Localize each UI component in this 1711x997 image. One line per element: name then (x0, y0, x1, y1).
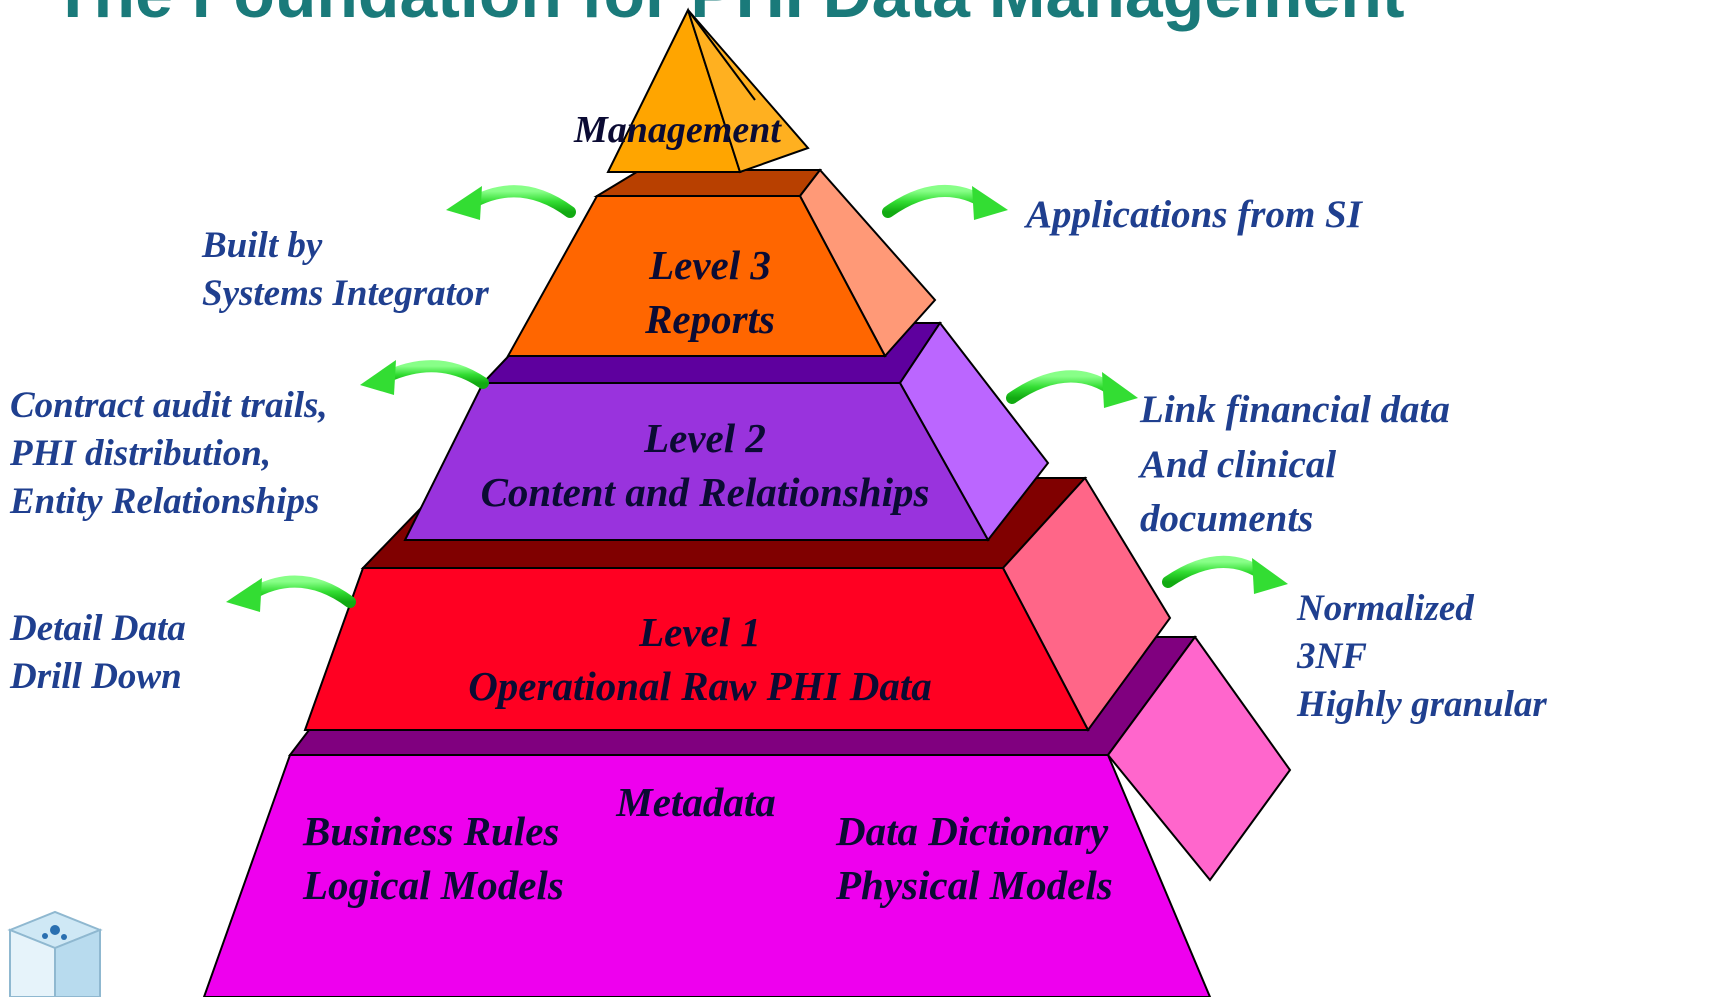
level2-label: Level 2 Content and Relationships (450, 411, 960, 519)
level3-subtitle: Reports (645, 296, 775, 343)
arrow-left-level2 (360, 360, 489, 395)
annotation-link: Link financial data And clinical documen… (1140, 383, 1450, 547)
metadata-right-text: Data Dictionary Physical Models (836, 804, 1113, 912)
annotation-detail: Detail Data Drill Down (10, 605, 186, 701)
level3-label: Level 3 Reports (560, 238, 860, 346)
metadata-right-line1: Data Dictionary (836, 808, 1109, 854)
metadata-left-text: Business Rules Logical Models (303, 804, 564, 912)
annotation-link-line3: documents (1140, 497, 1314, 541)
annotation-detail-line2: Drill Down (10, 656, 182, 698)
annotation-contract-line1: Contract audit trails, (10, 385, 328, 426)
level2-subtitle: Content and Relationships (480, 469, 930, 516)
level3-front (506, 195, 887, 357)
metadata-left-line2: Logical Models (303, 862, 564, 909)
metadata-left-line1: Business Rules (303, 808, 560, 854)
annotation-detail-line1: Detail Data (10, 608, 186, 649)
metadata-right-line2: Physical Models (836, 862, 1113, 909)
arrow-left-level1 (226, 575, 356, 612)
metadata-heading: Metadata (616, 779, 776, 825)
annotation-built-by-line1: Built by (202, 225, 323, 266)
level1-front (303, 567, 1090, 731)
level1-subtitle: Operational Raw PHI Data (468, 663, 932, 710)
apex-pyramid (606, 7, 810, 174)
annotation-normalized: Normalized 3NF Highly granular (1297, 585, 1547, 729)
annotation-normalized-line1: Normalized (1297, 588, 1474, 629)
metadata-level-front (202, 754, 1212, 997)
annotation-normalized-line3: Highly granular (1297, 684, 1547, 726)
level1-title: Level 1 (639, 609, 761, 655)
level3-title: Level 3 (649, 242, 771, 288)
arrow-right-level2 (1006, 370, 1138, 408)
annotation-contract-line2: PHI distribution, (10, 433, 272, 475)
annotation-applications-line1: Applications from SI (1026, 193, 1362, 236)
apex-label: Management (574, 109, 781, 151)
metadata-level-side (1106, 635, 1292, 882)
arrow-right-level3 (882, 184, 1008, 220)
level2-front (403, 382, 990, 541)
arrow-right-level1 (1162, 555, 1288, 594)
arrow-left-level3 (446, 185, 576, 220)
annotation-built-by-line2: Systems Integrator (202, 273, 489, 315)
annotation-built-by: Built by Systems Integrator (202, 222, 489, 318)
annotation-link-line1: Link financial data (1140, 388, 1450, 431)
annotation-contract: Contract audit trails, PHI distribution,… (10, 382, 328, 526)
logo-cube-icon (7, 910, 103, 997)
annotation-link-line2: And clinical (1140, 442, 1337, 486)
annotation-normalized-line2: 3NF (1297, 636, 1367, 678)
level3-top (593, 169, 823, 197)
level1-label: Level 1 Operational Raw PHI Data (420, 605, 980, 713)
level3-block (506, 168, 937, 358)
annotation-contract-line3: Entity Relationships (10, 481, 320, 523)
page-title: The Foundation for PHI Data Management (52, 0, 1652, 28)
annotation-applications: Applications from SI (1026, 190, 1362, 241)
level2-title: Level 2 (644, 415, 766, 461)
